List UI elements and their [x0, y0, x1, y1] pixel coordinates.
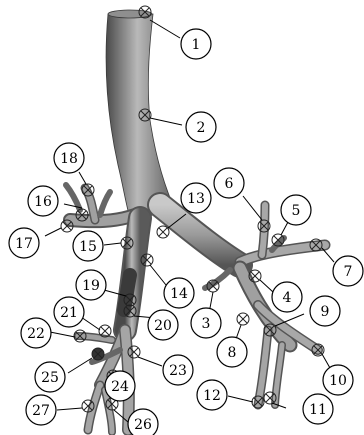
callout-11: 11 — [303, 394, 333, 424]
callout-number: 6 — [225, 176, 234, 192]
callout-27: 27 — [26, 395, 56, 425]
callout-4: 4 — [272, 282, 302, 312]
callout-26: 26 — [128, 409, 158, 435]
callout-15: 15 — [73, 231, 103, 261]
callout-number: 23 — [169, 363, 187, 379]
callout-25: 25 — [35, 362, 65, 392]
callout-18: 18 — [54, 143, 84, 173]
callout-13: 13 — [181, 183, 211, 213]
callout-number: 14 — [170, 286, 188, 302]
callout-8: 8 — [217, 337, 247, 367]
callout-24: 24 — [105, 371, 135, 401]
callout-10: 10 — [323, 365, 353, 395]
callout-19: 19 — [76, 270, 106, 300]
callout-1: 1 — [181, 29, 211, 59]
callout-21: 21 — [54, 297, 84, 327]
trachea — [106, 10, 176, 218]
callout-number: 21 — [60, 305, 78, 321]
callout-14: 14 — [164, 278, 194, 308]
callout-number: 17 — [15, 236, 33, 252]
callout-number: 7 — [344, 264, 353, 280]
callout-number: 15 — [79, 239, 97, 255]
callout-2: 2 — [186, 112, 216, 142]
callout-number: 4 — [283, 290, 292, 306]
callout-number: 3 — [202, 316, 211, 332]
callout-number: 10 — [329, 373, 347, 389]
callout-number: 5 — [292, 203, 301, 219]
callout-number: 8 — [228, 345, 237, 361]
callout-number: 20 — [154, 318, 172, 334]
callout-number: 26 — [134, 417, 152, 433]
callout-number: 25 — [41, 370, 59, 386]
callout-7: 7 — [333, 256, 363, 286]
callout-number: 2 — [197, 120, 206, 136]
callout-number: 1 — [192, 37, 201, 53]
callout-3: 3 — [191, 308, 221, 338]
callout-22: 22 — [21, 318, 51, 348]
callout-number: 24 — [111, 379, 129, 395]
callout-20: 20 — [148, 310, 178, 340]
callout-number: 18 — [60, 151, 78, 167]
callout-number: 11 — [309, 402, 327, 418]
callout-9: 9 — [310, 296, 340, 326]
callout-5: 5 — [281, 195, 311, 225]
callout-number: 22 — [27, 326, 45, 342]
callout-23: 23 — [163, 355, 193, 385]
callout-number: 27 — [32, 403, 50, 419]
callout-number: 19 — [82, 278, 100, 294]
callout-6: 6 — [214, 168, 244, 198]
callout-number: 12 — [203, 388, 221, 404]
callout-17: 17 — [9, 228, 39, 258]
callout-number: 9 — [321, 304, 330, 320]
callout-16: 16 — [28, 186, 58, 216]
callout-number: 16 — [34, 194, 52, 210]
callout-number: 13 — [187, 191, 205, 207]
callout-12: 12 — [197, 380, 227, 410]
